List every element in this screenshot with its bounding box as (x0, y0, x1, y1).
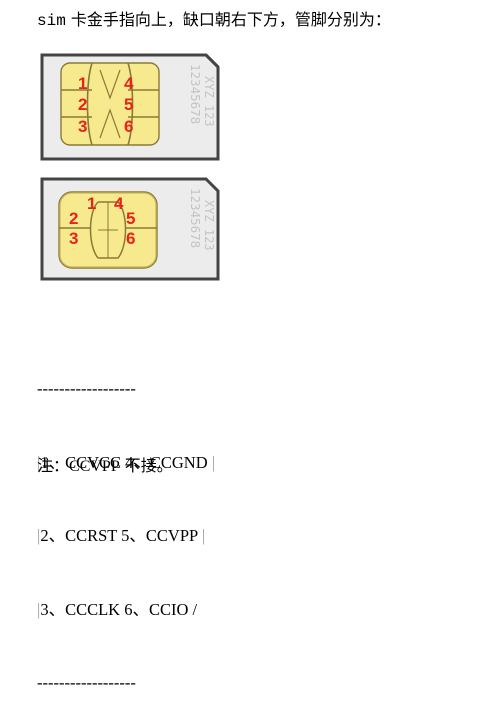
legend-row-3-text: 3、CCCLK 6、CCIO (40, 599, 193, 619)
pin-label-top-4: 4 (124, 74, 134, 93)
legend-bottom-rule: ------------------ (37, 673, 136, 692)
chip-bottom (58, 191, 158, 269)
pin-label-top-3: 3 (78, 117, 87, 136)
pin-label-top-1: 1 (78, 74, 87, 93)
pin-label-bottom-3: 3 (69, 229, 78, 248)
legend-row-1-end: | (211, 452, 216, 472)
sim-card-diagram: 1 2 3 4 5 6 12345678 XYZ 123 1 2 3 4 5 6 (40, 52, 226, 284)
sim-card-bottom: 1 2 3 4 5 6 12345678 XYZ 123 (40, 177, 220, 281)
legend-row-1-bar: | (37, 452, 41, 472)
chip-top (60, 62, 160, 146)
legend-row-3: |3、CCCLK 6、CCIO / (37, 598, 215, 623)
legend-row-1-text: 1、CCVCC 4、CCGND (40, 452, 212, 472)
card-bottom-code: XYZ 123 (202, 200, 216, 251)
legend-row-2: |2、CCRST 5、CCVPP | (37, 524, 215, 549)
pin-label-bottom-5: 5 (126, 209, 135, 228)
footnote: 注：CCVPP 不接。 (37, 454, 173, 479)
legend-top-rule: ------------------ (37, 379, 136, 398)
intro-body: 卡金手指向上，缺口朝右下方，管脚分别为： (65, 10, 391, 29)
card-top-notch (204, 53, 220, 69)
pin-assignment-legend: ------------------ |1、CCVCC 4、CCGND | |2… (37, 328, 215, 720)
legend-row-1: |1、CCVCC 4、CCGND | (37, 451, 215, 476)
pin-label-bottom-2: 2 (69, 209, 78, 228)
footnote-label: 注： (37, 456, 70, 475)
footnote-text: 不接。 (119, 456, 173, 475)
intro-text: sim 卡金手指向上，缺口朝右下方，管脚分别为： (37, 8, 391, 33)
card-top-code: XYZ 123 (202, 76, 216, 127)
legend-row-2-end: | (201, 526, 206, 545)
pin-label-bottom-4: 4 (114, 194, 124, 213)
sim-card-top: 1 2 3 4 5 6 12345678 XYZ 123 (40, 53, 220, 161)
card-bottom-number: 12345678 (188, 188, 203, 248)
footnote-code: CCVPP (69, 458, 120, 475)
card-top-number: 12345678 (188, 64, 203, 124)
sim-card-figures: 1 2 3 4 5 6 12345678 XYZ 123 1 2 3 4 5 6 (40, 53, 220, 281)
legend-row-3-end: / (192, 599, 198, 619)
legend-row-2-text: 2、CCRST 5、CCVPP (40, 526, 202, 545)
pin-label-bottom-1: 1 (87, 194, 96, 213)
pin-label-top-6: 6 (124, 117, 133, 136)
intro-prefix: sim (37, 12, 66, 30)
pin-label-top-5: 5 (124, 95, 133, 114)
pin-label-top-2: 2 (78, 95, 87, 114)
pin-label-bottom-6: 6 (126, 229, 135, 248)
